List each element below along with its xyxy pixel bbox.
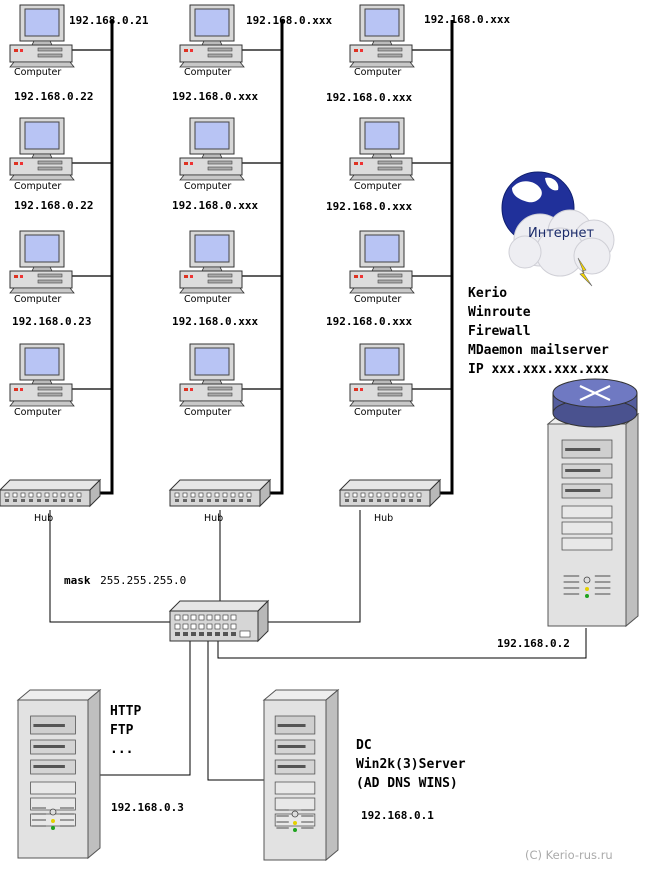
computer-icon [179,4,245,68]
computer-ip-label: 192.168.0.22 [14,90,94,103]
computer-icon [349,343,415,407]
gateway-line: IP xxx.xxx.xxx.xxx [468,362,609,377]
computer-icon [349,230,415,294]
hub-label: Hub [204,513,224,524]
dc-line: (AD DNS WINS) [356,776,458,791]
computer-ip-label: 192.168.0.xxx [246,14,333,27]
computer-label: Computer [354,67,402,78]
server-link [96,640,191,776]
computer-icon [349,117,415,181]
subnet-mask: mask 255.255.255.0 [64,569,186,588]
computer-icon [179,343,245,407]
computer-ip-label: 192.168.0.xxx [326,91,413,104]
computer-ip-label: 192.168.0.21 [69,14,149,27]
server-link [207,640,266,781]
computer-label: Computer [184,181,232,192]
hub-label: Hub [34,513,54,524]
hub-icon [338,478,442,508]
gateway-line: MDaemon mailserver [468,343,609,358]
gateway-line: Winroute [468,305,531,320]
hub-link [266,510,361,623]
web-server-line: HTTP [110,704,142,719]
computer-label: Computer [184,294,232,305]
computer-ip-label: 192.168.0.xxx [326,200,413,213]
hub-icon [0,478,102,508]
web-server-description: HTTP FTP ... [110,702,141,759]
bus-line [268,20,284,495]
computer-ip-label: 192.168.0.xxx [172,315,259,328]
computer-label: Computer [14,294,62,305]
web-server-line: ... [110,742,134,757]
computer-ip-label: 192.168.0.xxx [172,90,259,103]
computer-ip-label: 192.168.0.xxx [424,13,511,26]
computer-ip-label: 192.168.0.xxx [172,199,259,212]
hub-link [49,510,170,623]
gateway-server-icon [546,412,640,628]
web-server-icon [16,688,102,860]
computer-icon [179,117,245,181]
computer-label: Computer [14,407,62,418]
computer-label: Computer [184,67,232,78]
computer-label: Computer [354,294,402,305]
gateway-line: Firewall [468,324,531,339]
dc-ip: 192.168.0.1 [361,809,434,822]
computer-icon [9,117,75,181]
computer-label: Computer [354,407,402,418]
dc-description: DC Win2k(3)Server (AD DNS WINS) [356,736,466,793]
gateway-ip: 192.168.0.2 [497,637,570,650]
gateway-description: Kerio Winroute Firewall MDaemon mailserv… [468,284,609,379]
dc-line: DC [356,738,372,753]
computer-icon [9,4,75,68]
computer-label: Computer [14,181,62,192]
internet-cloud-icon [501,171,615,287]
dc-server-icon [262,688,340,862]
internet-label: Интернет [528,226,595,241]
mask-value: 255.255.255.0 [100,574,187,587]
switch-icon [168,599,270,643]
server-link [217,628,587,659]
computer-icon [9,230,75,294]
computer-icon [9,343,75,407]
computer-label: Computer [184,407,232,418]
router-icon [552,378,638,428]
hub-label: Hub [374,513,394,524]
dc-line: Win2k(3)Server [356,757,466,772]
bus-line [98,20,114,495]
computer-label: Computer [14,67,62,78]
gateway-line: Kerio [468,286,508,301]
computer-ip-label: 192.168.0.xxx [326,315,413,328]
copyright-notice: (C) Kerio-rus.ru [525,848,613,862]
web-server-line: FTP [110,723,134,738]
mask-keyword: mask [64,574,91,587]
bus-line [438,20,454,495]
computer-ip-label: 192.168.0.23 [12,315,92,328]
computer-label: Computer [354,181,402,192]
web-server-ip: 192.168.0.3 [111,801,184,814]
computer-icon [349,4,415,68]
computer-icon [179,230,245,294]
hub-icon [168,478,272,508]
computer-ip-label: 192.168.0.22 [14,199,94,212]
